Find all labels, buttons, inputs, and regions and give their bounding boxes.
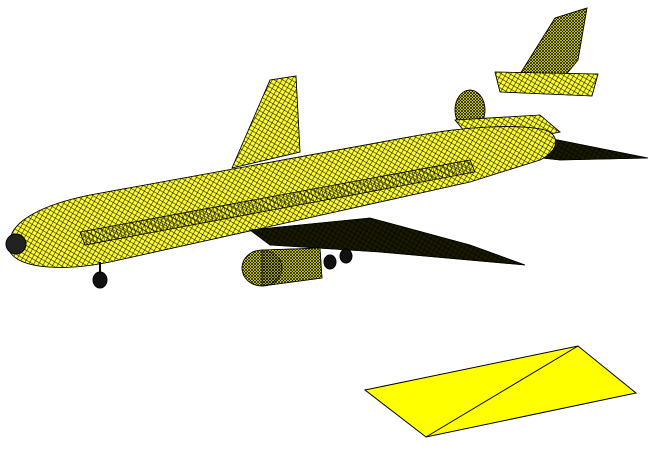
main-landing-gear — [323, 248, 353, 270]
nose-landing-gear — [92, 262, 108, 289]
vertical-stabilizer — [509, 7, 588, 91]
fuselage — [5, 126, 557, 268]
wing-engine — [241, 247, 323, 287]
near-wing — [248, 217, 526, 266]
upper-wing — [231, 75, 301, 169]
ground-quad — [363, 345, 638, 438]
